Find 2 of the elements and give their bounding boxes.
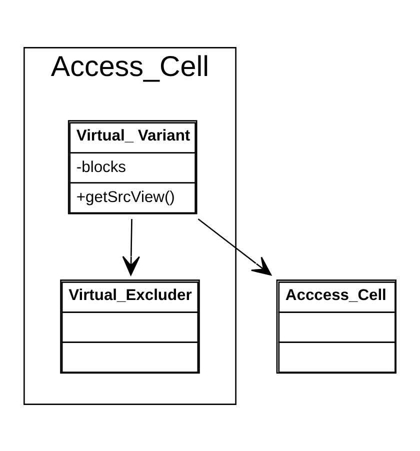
arrow [198, 218, 272, 276]
arrow [122, 218, 140, 276]
